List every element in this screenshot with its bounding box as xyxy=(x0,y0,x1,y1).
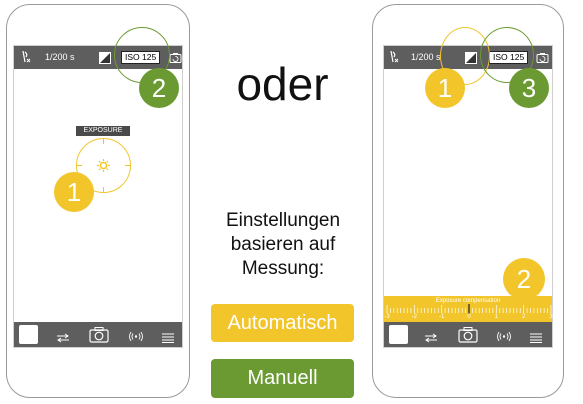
exposure-target-crosshair-icon xyxy=(76,138,131,198)
exposure-label: EXPOSURE xyxy=(76,126,130,136)
shutter-button-icon[interactable] xyxy=(19,325,38,344)
metering-icon[interactable] xyxy=(388,50,400,69)
or-text: oder xyxy=(236,58,329,110)
camera-switch-icon[interactable] xyxy=(536,51,549,69)
sound-waves-icon[interactable] xyxy=(496,329,512,347)
ruler-label: 3 xyxy=(549,314,553,320)
camera-switch-icon[interactable] xyxy=(169,51,182,69)
ruler-label: 2 xyxy=(521,314,526,320)
explanation-line-2: basieren auf xyxy=(230,234,336,255)
ruler-label: 1 xyxy=(494,314,498,320)
step-badge-2: 2 xyxy=(139,68,179,108)
metering-icon[interactable] xyxy=(20,50,32,69)
menu-lines-icon[interactable] xyxy=(162,330,174,348)
shutter-speed-value[interactable]: 1/200 s xyxy=(411,52,441,62)
step-badge-1: 1 xyxy=(54,172,94,212)
exposure-compensation-ruler[interactable]: Exposure compensation -3 -2 -1 0 1 2 3 xyxy=(384,296,553,322)
ruler-label: -1 xyxy=(438,314,445,320)
ruler-labels: -3 -2 -1 0 1 2 3 xyxy=(384,313,552,321)
sound-waves-icon[interactable] xyxy=(128,329,144,347)
ruler-label: 0 xyxy=(467,314,471,320)
step-badge-2: 2 xyxy=(503,258,545,300)
swap-arrows-icon[interactable] xyxy=(424,330,438,348)
swap-arrows-icon[interactable] xyxy=(56,330,70,348)
menu-lines-icon[interactable] xyxy=(530,330,542,348)
shutter-speed-value[interactable]: 1/200 s xyxy=(45,52,75,62)
iso-highlight-ring xyxy=(480,27,534,83)
shutter-button-icon[interactable] xyxy=(389,325,408,344)
ruler-label: -2 xyxy=(411,314,417,320)
camera-icon[interactable] xyxy=(89,326,109,348)
explanation-line-1: Einstellungen xyxy=(225,210,341,231)
exposure-compensation-icon[interactable] xyxy=(99,51,111,69)
step-badge-3: 3 xyxy=(509,68,549,108)
step-badge-1: 1 xyxy=(425,68,465,108)
ruler-label: -3 xyxy=(384,314,390,320)
exposure-compensation-label: Exposure compensation xyxy=(435,298,501,304)
camera-icon[interactable] xyxy=(458,326,478,348)
left-bottom-bar xyxy=(14,322,182,347)
manual-button[interactable]: Manuell xyxy=(211,359,354,398)
explanation-line-3: Messung: xyxy=(241,258,325,279)
automatic-button[interactable]: Automatisch xyxy=(211,304,354,342)
right-bottom-bar xyxy=(384,322,552,347)
ruler-ticks xyxy=(386,304,552,314)
